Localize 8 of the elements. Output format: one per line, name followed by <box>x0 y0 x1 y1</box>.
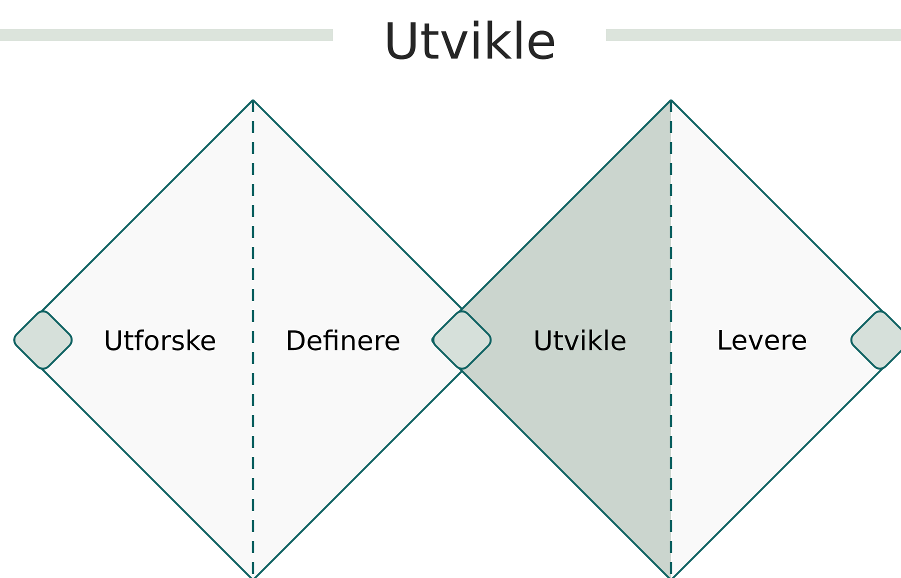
small-diamond <box>432 310 492 370</box>
small-diamond <box>13 310 73 370</box>
diamond-half: Levere <box>670 99 901 578</box>
small-diamond <box>850 310 901 370</box>
diamond-half: Utvikle <box>431 99 672 578</box>
diamond-half: Definere <box>252 99 493 578</box>
diamond-half: Utforske <box>13 99 254 578</box>
title: Utvikle <box>388 20 554 60</box>
